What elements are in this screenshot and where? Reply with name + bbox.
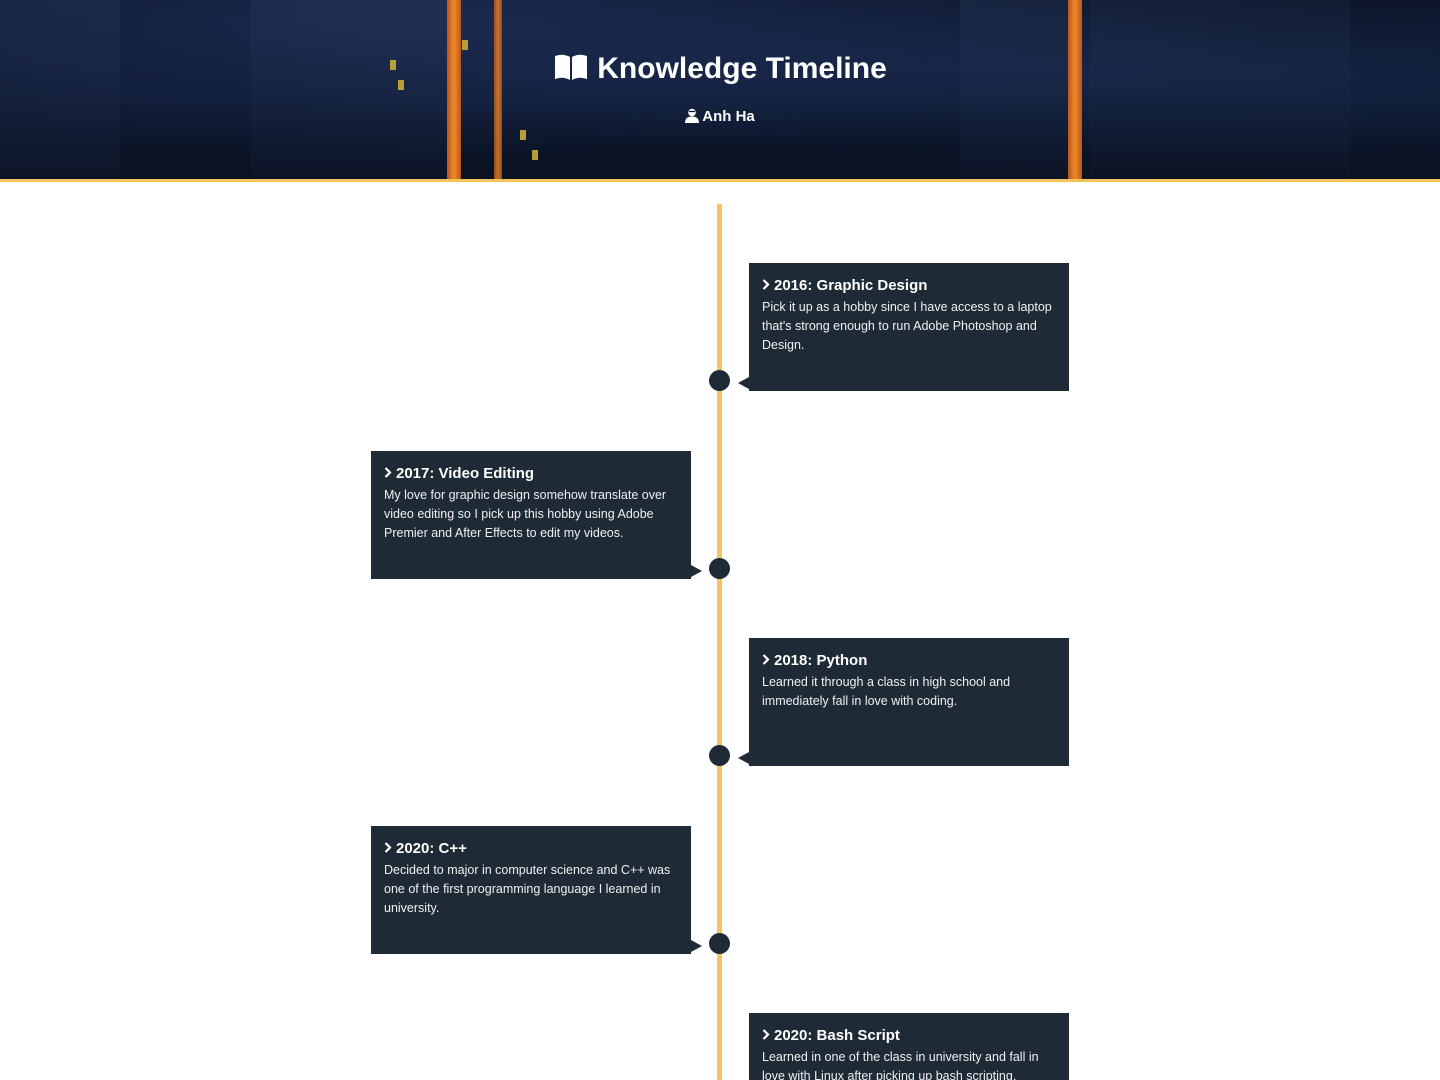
timeline-card-description: Learned in one of the class in universit…	[762, 1050, 1039, 1080]
timeline-card: 2017: Video Editing My love for graphic …	[371, 451, 702, 579]
timeline-card-title-text: 2016: Graphic Design	[774, 277, 928, 294]
timeline-card-description: Decided to major in computer science and…	[384, 863, 671, 915]
timeline-card-title: 2016: Graphic Design	[762, 277, 1056, 295]
title-text: Knowledge Timeline	[597, 52, 887, 85]
timeline-card: 2020: Bash Script Learned in one of the …	[749, 1013, 1069, 1080]
background-led	[390, 60, 396, 70]
timeline-card-title-text: 2020: Bash Script	[774, 1027, 900, 1044]
timeline-card-title-text: 2020: C++	[396, 840, 467, 857]
timeline-card-description: My love for graphic design somehow trans…	[384, 488, 667, 540]
chevron-right-icon	[384, 465, 392, 483]
timeline-card-description: Learned it through a class in high schoo…	[762, 675, 1011, 708]
card-pointer	[738, 377, 749, 389]
timeline-node	[709, 933, 730, 954]
timeline-card-title: 2018: Python	[762, 652, 1056, 670]
background-led	[532, 150, 538, 160]
open-book-icon	[553, 53, 589, 89]
timeline-card-title-text: 2017: Video Editing	[396, 465, 535, 482]
background-rack	[250, 0, 450, 179]
chevron-right-icon	[762, 277, 770, 295]
timeline-card-title: 2020: Bash Script	[762, 1027, 1056, 1045]
background-led	[520, 130, 526, 140]
timeline-node	[709, 745, 730, 766]
user-icon	[685, 108, 700, 127]
card-pointer	[691, 940, 702, 952]
timeline-card-title-text: 2018: Python	[774, 652, 868, 669]
card-pointer	[691, 565, 702, 577]
timeline-node	[709, 370, 730, 391]
background-light-beam	[447, 0, 461, 179]
background-led	[398, 80, 404, 90]
timeline-card-title: 2020: C++	[384, 840, 678, 858]
chevron-right-icon	[384, 840, 392, 858]
timeline-card: 2020: C++ Decided to major in computer s…	[371, 826, 702, 954]
timeline-node	[709, 558, 730, 579]
timeline-card: 2018: Python Learned it through a class …	[738, 638, 1069, 766]
timeline-line	[717, 204, 722, 1080]
chevron-right-icon	[762, 1027, 770, 1045]
background-rack	[1090, 0, 1350, 179]
card-pointer	[738, 752, 749, 764]
timeline-card: 2016: Graphic Design Pick it up as a hob…	[738, 263, 1069, 391]
background-light-beam	[494, 0, 502, 179]
background-rack	[0, 0, 120, 179]
page-title: Knowledge Timeline	[0, 52, 1440, 89]
background-led	[462, 40, 468, 50]
chevron-right-icon	[762, 652, 770, 670]
background-light-beam	[1068, 0, 1082, 179]
timeline-card-title: 2017: Video Editing	[384, 465, 678, 483]
hero-banner: Knowledge Timeline Anh Ha	[0, 0, 1440, 182]
background-rack	[960, 0, 1070, 179]
author-text: Anh Ha	[702, 108, 755, 125]
author-name: Anh Ha	[0, 108, 1440, 127]
timeline-card-description: Pick it up as a hobby since I have acces…	[762, 300, 1052, 352]
